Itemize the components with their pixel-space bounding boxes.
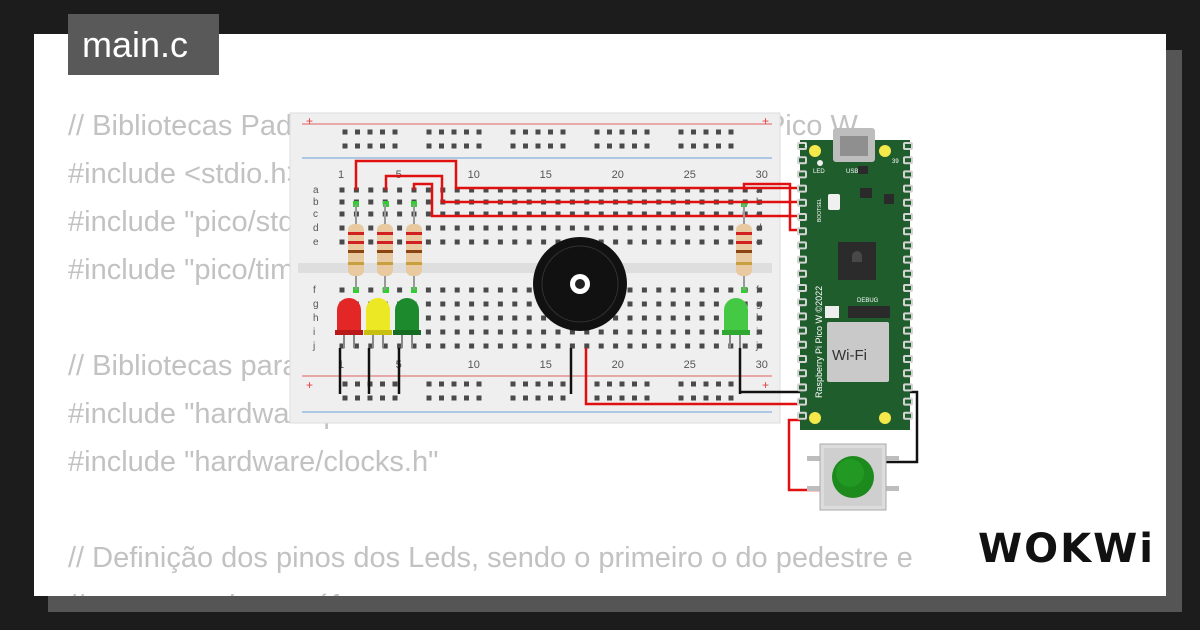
row-label: i	[313, 327, 315, 338]
code-line: #include <stdio.h>	[68, 158, 304, 190]
pico-model-label: Raspberry Pi Pico W ©2022	[814, 286, 824, 398]
resistor-4	[736, 204, 752, 290]
row-label: a	[756, 185, 762, 196]
led-red[interactable]	[335, 298, 363, 348]
raspberry-pi-pico-w: LED USB 1 39 BOOTSEL DEBUG Wi-Fi Raspber…	[797, 128, 913, 430]
leds	[335, 298, 750, 348]
column-label: 20	[612, 359, 624, 371]
column-label: 30	[756, 359, 768, 371]
wifi-module	[827, 322, 889, 382]
led-pedestrian-green[interactable]	[722, 298, 750, 348]
resistor-2	[377, 204, 393, 290]
pushbutton[interactable]	[807, 443, 899, 511]
row-label: e	[313, 237, 319, 248]
pico-led-label: LED	[813, 169, 825, 175]
column-label: 1	[338, 169, 344, 181]
row-label: j	[755, 341, 758, 352]
red-wires	[354, 159, 824, 492]
column-label: 15	[540, 359, 552, 371]
code-line: // Definição dos pinos dos Leds, sendo o…	[68, 542, 913, 574]
row-label: e	[756, 237, 762, 248]
row-label: b	[313, 197, 319, 208]
wokwi-logo: WOKWi	[978, 526, 1155, 572]
file-tab-label: main.c	[82, 24, 189, 65]
row-label: c	[756, 209, 761, 220]
row-label: f	[756, 285, 759, 296]
row-label: d	[756, 223, 762, 234]
rail-plus-top: +	[306, 114, 313, 128]
column-label: 25	[684, 359, 696, 371]
pico-wifi-label: Wi-Fi	[832, 347, 867, 364]
pico-bootsel-label: BOOTSEL	[817, 198, 823, 222]
column-label: 15	[540, 169, 552, 181]
code-line: #include "hardware/clocks.h"	[68, 446, 439, 478]
row-label: g	[313, 299, 319, 310]
black-wires	[338, 348, 919, 464]
resistor-1	[348, 204, 364, 290]
resistor-3	[406, 204, 422, 290]
column-label: 10	[468, 169, 480, 181]
buzzer[interactable]	[533, 237, 627, 331]
row-label: f	[313, 285, 316, 296]
row-label: j	[312, 341, 315, 352]
row-label: a	[313, 185, 319, 196]
pico-pin39-label: 39	[892, 159, 899, 165]
row-label: i	[756, 327, 758, 338]
column-label: 25	[684, 169, 696, 181]
resistors	[348, 204, 752, 290]
row-label: d	[313, 223, 319, 234]
bootsel-button[interactable]	[828, 194, 840, 210]
pico-debug-label: DEBUG	[857, 298, 879, 304]
column-label: 30	[756, 169, 768, 181]
file-tab[interactable]: main.c	[68, 14, 219, 75]
led-green[interactable]	[393, 298, 421, 348]
row-label: c	[313, 209, 318, 220]
column-label: 20	[612, 169, 624, 181]
pico-usb-label: USB	[846, 169, 858, 175]
code-line: // os outros do semáforo	[68, 582, 913, 596]
row-label: h	[756, 313, 762, 324]
row-label: g	[756, 299, 762, 310]
rail-plus-bottom-right: +	[762, 378, 769, 392]
rail-plus-bottom: +	[306, 378, 313, 392]
pico-pin1-label: 1	[804, 143, 808, 149]
led-yellow[interactable]	[364, 298, 392, 348]
row-label: h	[313, 313, 319, 324]
column-label: 10	[468, 359, 480, 371]
rail-plus-top-right: +	[762, 114, 769, 128]
